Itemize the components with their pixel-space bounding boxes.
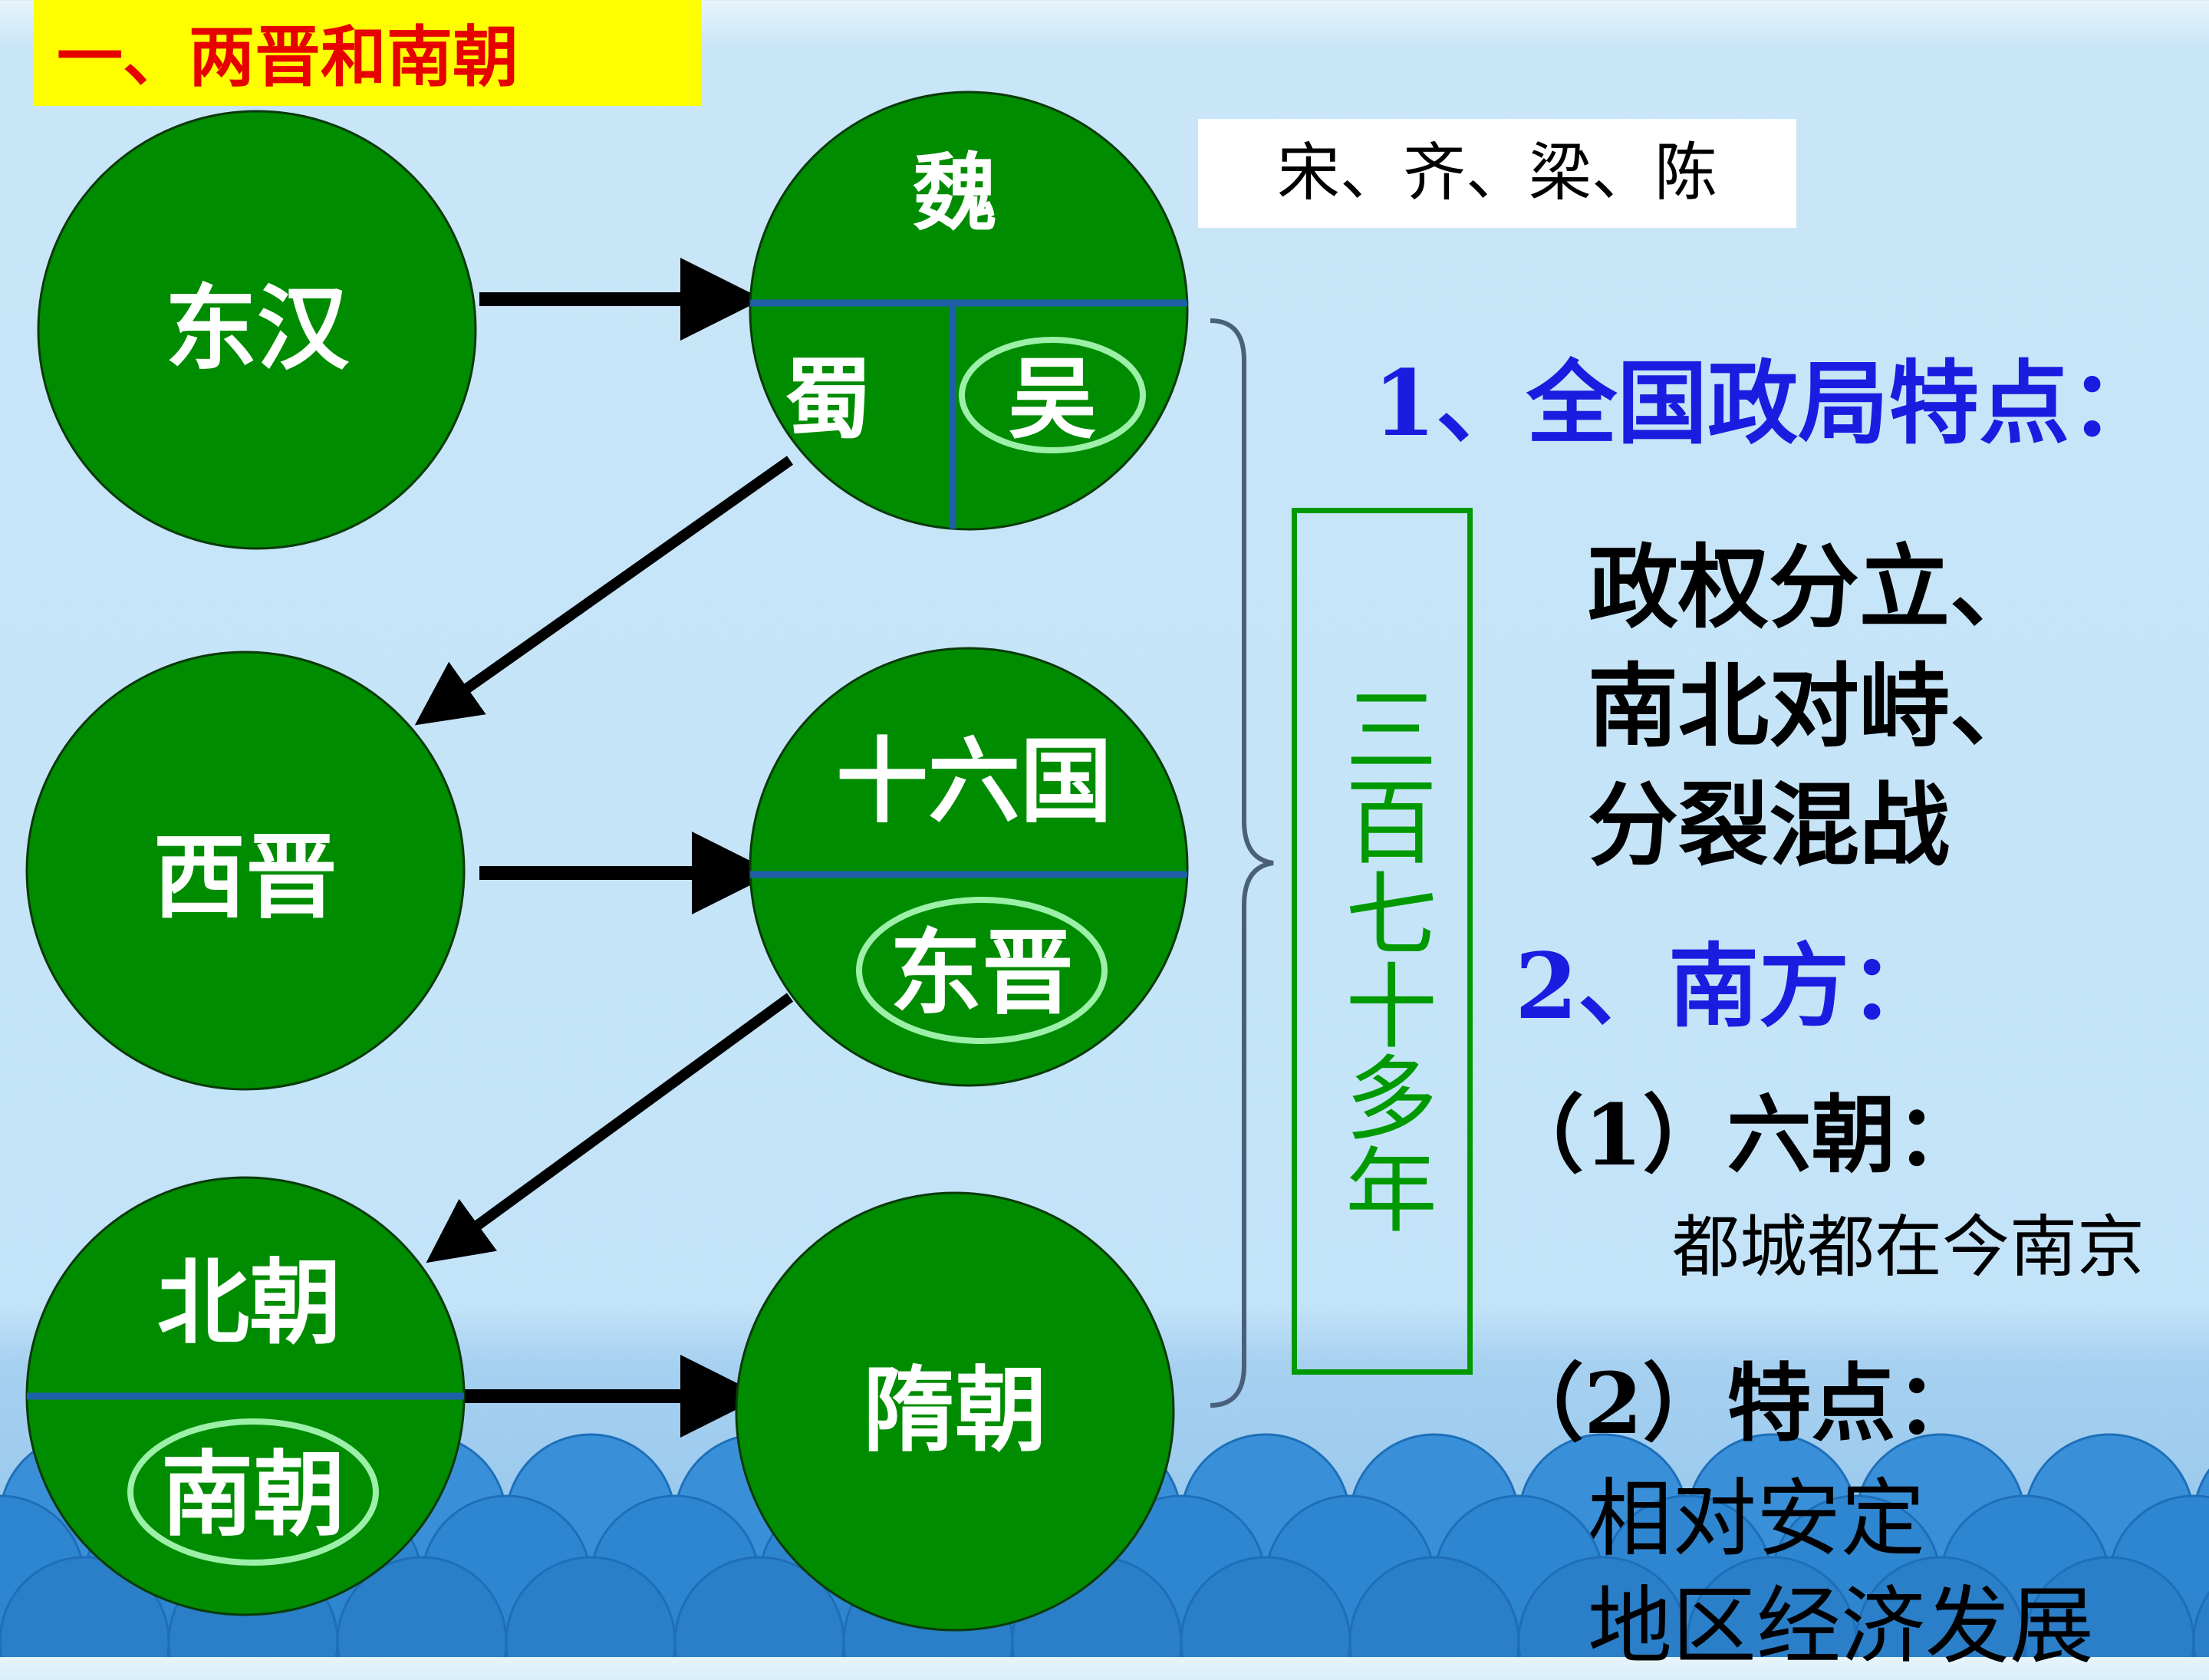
point1-line-2: 南北对峙、 [1588,653,2041,759]
point2-sub2-line-2: 地区经济发展 [1588,1577,2094,1675]
node-xijin-label: 西晋 [153,825,337,931]
south-dynasties-label: 宋、齐、梁、陈 [1198,119,1796,228]
duration-text: 三百七十多年 [1329,682,1436,1234]
point1-line-1: 政权分立、 [1588,534,2041,641]
node-dongjin-label: 东晋 [890,921,1074,1027]
node-sanguo: 魏 蜀 吴 [749,91,1189,531]
node-beichao-label: 北朝 [157,1250,341,1357]
point2-sub1-heading: （1）六朝： [1500,1085,1980,1184]
curly-brace [1210,318,1274,1408]
node-shu-label: 蜀 [784,348,872,451]
node-nanchao-label: 南朝 [161,1442,345,1549]
point1-heading: 1、全国政局特点： [1373,350,2161,456]
point2-sub1-detail: 都城都在今南京 [1672,1207,2145,1286]
node-shiliuguo-label: 十六国 [836,729,1112,835]
node-suichao-label: 隋朝 [863,1358,1047,1464]
node-xijin: 西晋 [25,651,466,1091]
point2-sub2-line-1: 相对安定 [1588,1470,1925,1568]
node-donghan-label: 东汉 [165,276,350,383]
node-wu-label: 吴 [1008,348,1096,451]
arrow-sanguo-to-xijin [414,456,794,726]
dongjin-highlight-ellipse [856,897,1108,1044]
node-donghan: 东汉 [37,110,477,550]
arrow-dongjin-to-beichao [426,993,794,1263]
node-suichao: 隋朝 [735,1191,1175,1632]
nanchao-highlight-ellipse [127,1418,379,1566]
point1-line-3: 分裂混战 [1588,772,1951,878]
point2-sub2-heading: （2）特点： [1500,1354,1980,1453]
duration-box: 三百七十多年 [1292,508,1473,1375]
point2-heading: 2、南方： [1515,933,1941,1039]
section-title: 一、两晋和南朝 [34,0,701,106]
node-beichao-nanchao: 北朝 南朝 [25,1176,466,1616]
node-wei-label: 魏 [913,144,997,242]
node-shiliuguo-dongjin: 十六国 东晋 [749,647,1189,1087]
wu-highlight-ellipse [959,337,1146,453]
